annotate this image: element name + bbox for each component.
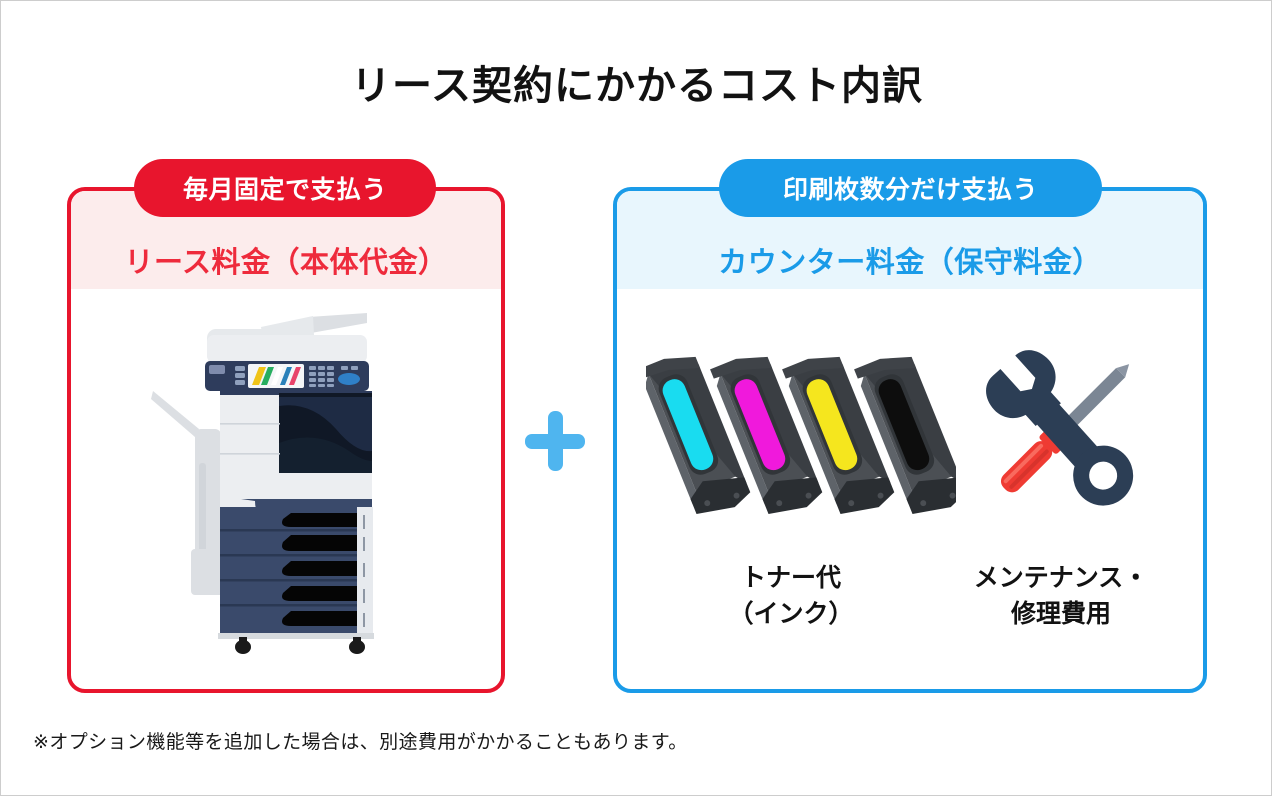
maintenance-tools-illustration: [956, 339, 1171, 524]
toner-cartridges-illustration: [638, 347, 970, 522]
lease-badge: 毎月固定で支払う: [134, 159, 436, 217]
caption-maintenance-line2: 修理費用: [1010, 599, 1111, 628]
caption-toner: トナー代 （インク）: [661, 561, 921, 632]
lease-heading: リース料金（本体代金）: [124, 247, 448, 279]
caption-toner-line1: トナー代: [740, 564, 841, 592]
plus-icon: [525, 411, 585, 471]
caption-maintenance: メンテナンス・ 修理費用: [931, 561, 1191, 632]
caption-toner-line2: （インク）: [728, 599, 854, 628]
caption-maintenance-line1: メンテナンス・: [973, 564, 1149, 592]
counter-heading: カウンター料金（保守料金）: [718, 247, 1102, 279]
footnote: ※オプション機能等を追加した場合は、別途費用がかかることもあります。: [33, 732, 688, 753]
page-title: リース契約にかかるコスト内訳: [351, 64, 923, 108]
copier-illustration: [151, 311, 391, 661]
counter-badge: 印刷枚数分だけ支払う: [719, 159, 1102, 217]
